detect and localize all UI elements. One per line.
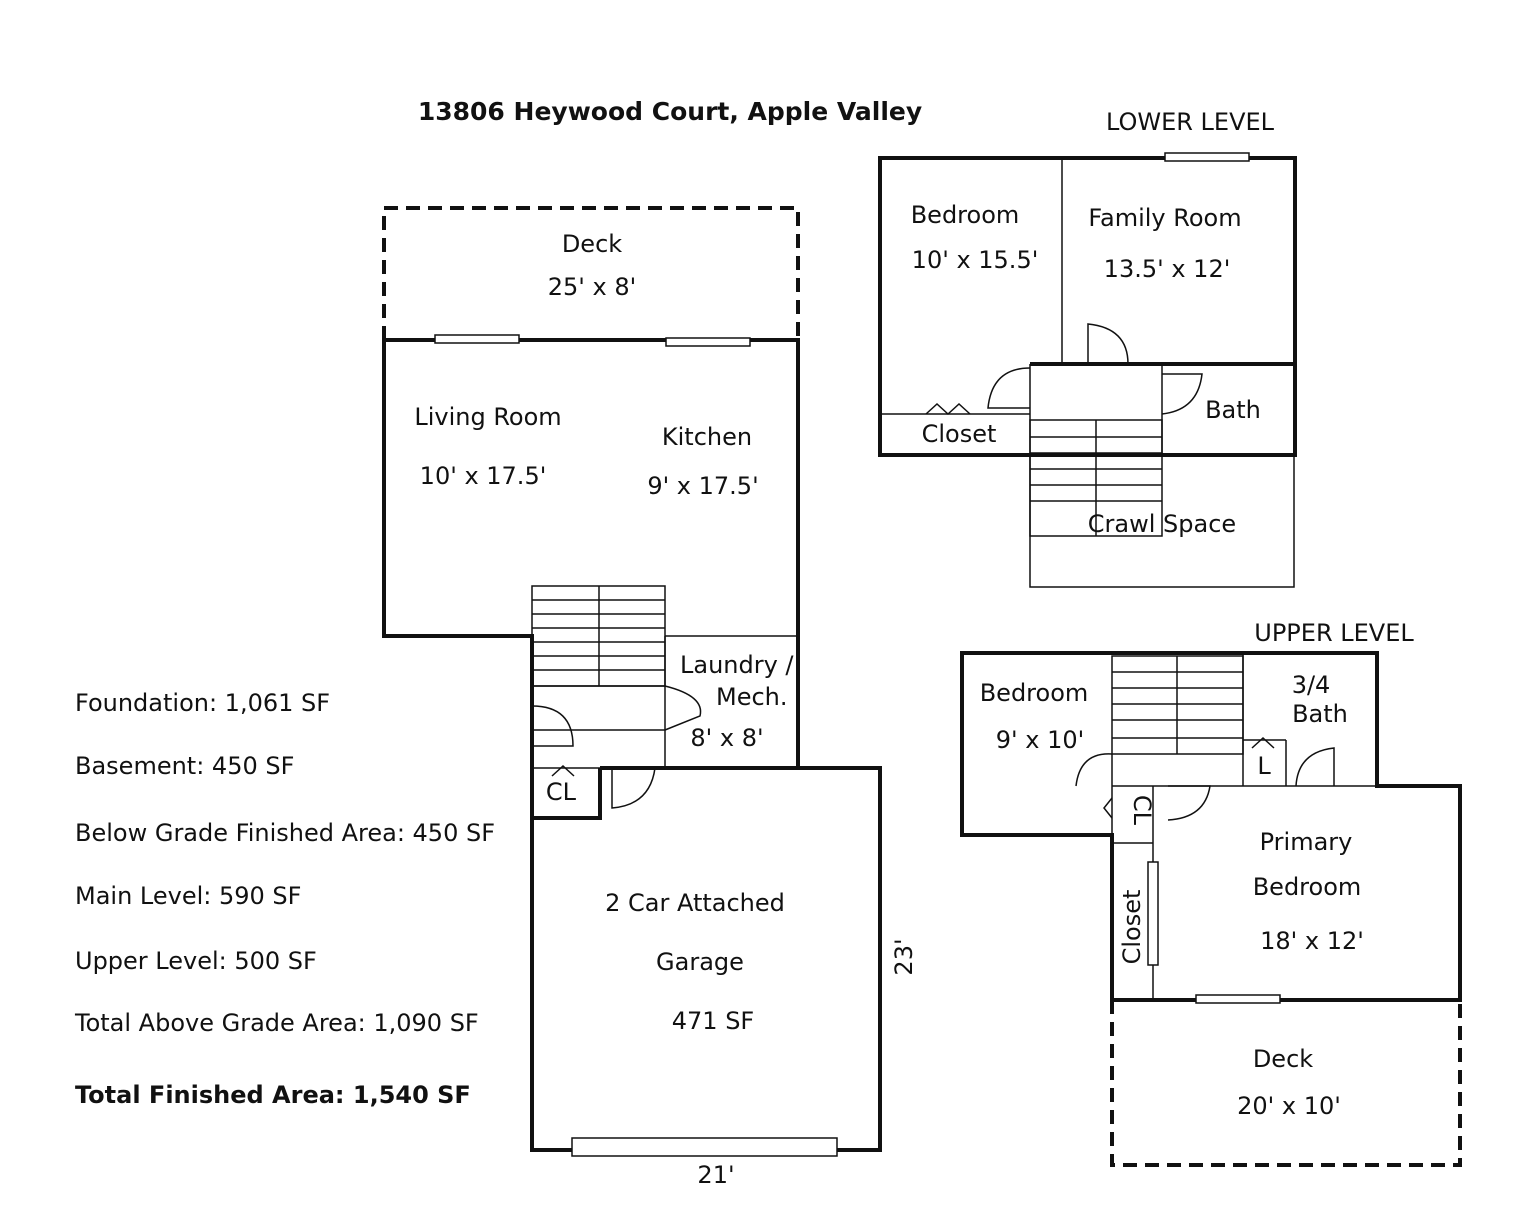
upper-door-swing-2 — [1167, 785, 1211, 821]
living-room-label: Living Room — [414, 403, 561, 431]
upper-level: UPPER LEVEL Bedroom 9' x 10' 3/4 Bath L … — [960, 619, 1462, 1167]
upper-bedroom-size: 9' x 10' — [996, 726, 1084, 754]
main-closet-label: CL — [546, 778, 577, 806]
plan-title: 13806 Heywood Court, Apple Valley — [418, 97, 922, 126]
total-finished-area: Total Finished Area: 1,540 SF — [75, 1081, 471, 1109]
garage-walls — [530, 766, 882, 1152]
lower-level-heading: LOWER LEVEL — [1106, 108, 1275, 136]
kitchen-size: 9' x 17.5' — [647, 472, 758, 500]
upper-level-walls — [960, 651, 1462, 1002]
lower-level: LOWER LEVEL Bedroom 10' x 15.5' Family R… — [878, 108, 1297, 588]
upper-level-heading: UPPER LEVEL — [1254, 619, 1414, 647]
lower-door-swing-1 — [1087, 323, 1129, 365]
upper-closet-slider — [1147, 861, 1159, 966]
living-room-size: 10' x 17.5' — [420, 462, 547, 490]
main-deck-outline — [382, 206, 800, 340]
above-grade-area: Total Above Grade Area: 1,090 SF — [75, 1009, 479, 1037]
garage-label-1: 2 Car Attached — [605, 889, 785, 917]
main-closet-walls — [532, 768, 602, 820]
closet-door-icon — [551, 764, 575, 777]
primary-bedroom-label-2: Bedroom — [1253, 873, 1362, 901]
upper-door-swing-3 — [1295, 747, 1335, 787]
upper-deck-outline — [1110, 1000, 1462, 1167]
garage-width-dimension: 21' — [697, 1161, 734, 1189]
lower-door-swing-3 — [1161, 373, 1203, 415]
garage-label-2: Garage — [656, 948, 744, 976]
lower-bedroom-size: 10' x 15.5' — [912, 246, 1039, 274]
family-room-label: Family Room — [1088, 204, 1241, 232]
hall-walls — [532, 685, 665, 731]
crawl-space-walls — [1029, 455, 1295, 588]
main-level-area: Main Level: 590 SF — [75, 882, 302, 910]
upper-slider-door — [1195, 994, 1281, 1004]
main-slider-door-1 — [434, 334, 520, 344]
crawl-space-label: Crawl Space — [1088, 510, 1236, 538]
lower-level-walls — [878, 156, 1297, 457]
lower-bath-label: Bath — [1205, 396, 1261, 424]
upper-bath-label-2: Bath — [1292, 700, 1348, 728]
main-living-walls — [382, 338, 800, 818]
lower-window — [1164, 152, 1250, 162]
lower-bedroom-label: Bedroom — [911, 201, 1020, 229]
upper-deck-size: 20' x 10' — [1237, 1092, 1341, 1120]
upper-cl-label: CL — [1128, 795, 1156, 826]
basement-area: Basement: 450 SF — [75, 752, 295, 780]
upper-deck-label: Deck — [1253, 1045, 1313, 1073]
linen-closet-icon — [1251, 736, 1275, 749]
upper-cl-door-icon — [1103, 797, 1113, 819]
foundation-area: Foundation: 1,061 SF — [75, 689, 331, 717]
upper-closet-label: Closet — [1118, 890, 1146, 965]
main-deck-size: 25' x 8' — [548, 273, 636, 301]
upper-bath-label-1: 3/4 — [1292, 671, 1331, 699]
laundry-size: 8' x 8' — [690, 724, 763, 752]
lower-closet-label: Closet — [922, 420, 997, 448]
main-slider-door-2 — [665, 337, 751, 347]
garage-depth-dimension: 23' — [890, 938, 918, 975]
garage-door — [571, 1137, 838, 1157]
main-level: Deck 25' x 8' Living Room 10' x 17.5' Ki… — [382, 206, 918, 1189]
primary-bedroom-label-1: Primary — [1260, 828, 1353, 856]
family-room-size: 13.5' x 12' — [1104, 255, 1231, 283]
laundry-walls — [664, 635, 798, 768]
main-door-swing-2 — [664, 685, 702, 731]
upper-bedroom-label: Bedroom — [980, 679, 1089, 707]
main-door-swing-3 — [611, 767, 656, 809]
main-stairs — [531, 585, 666, 687]
upper-stairs — [1111, 655, 1244, 755]
laundry-label-2: Mech. — [716, 683, 788, 711]
kitchen-label: Kitchen — [662, 423, 752, 451]
lower-closet-doors-icon — [925, 402, 971, 416]
linen-closet-label: L — [1257, 752, 1271, 780]
lower-door-swing-2 — [987, 367, 1031, 409]
upper-level-area: Upper Level: 500 SF — [75, 947, 317, 975]
main-deck-label: Deck — [562, 230, 622, 258]
main-door-swing-1 — [531, 705, 574, 747]
primary-bedroom-size: 18' x 12' — [1260, 927, 1364, 955]
upper-door-swing-1 — [1075, 753, 1113, 787]
laundry-label-1: Laundry / — [680, 651, 794, 679]
below-grade-area: Below Grade Finished Area: 450 SF — [75, 819, 496, 847]
garage-area: 471 SF — [672, 1007, 754, 1035]
